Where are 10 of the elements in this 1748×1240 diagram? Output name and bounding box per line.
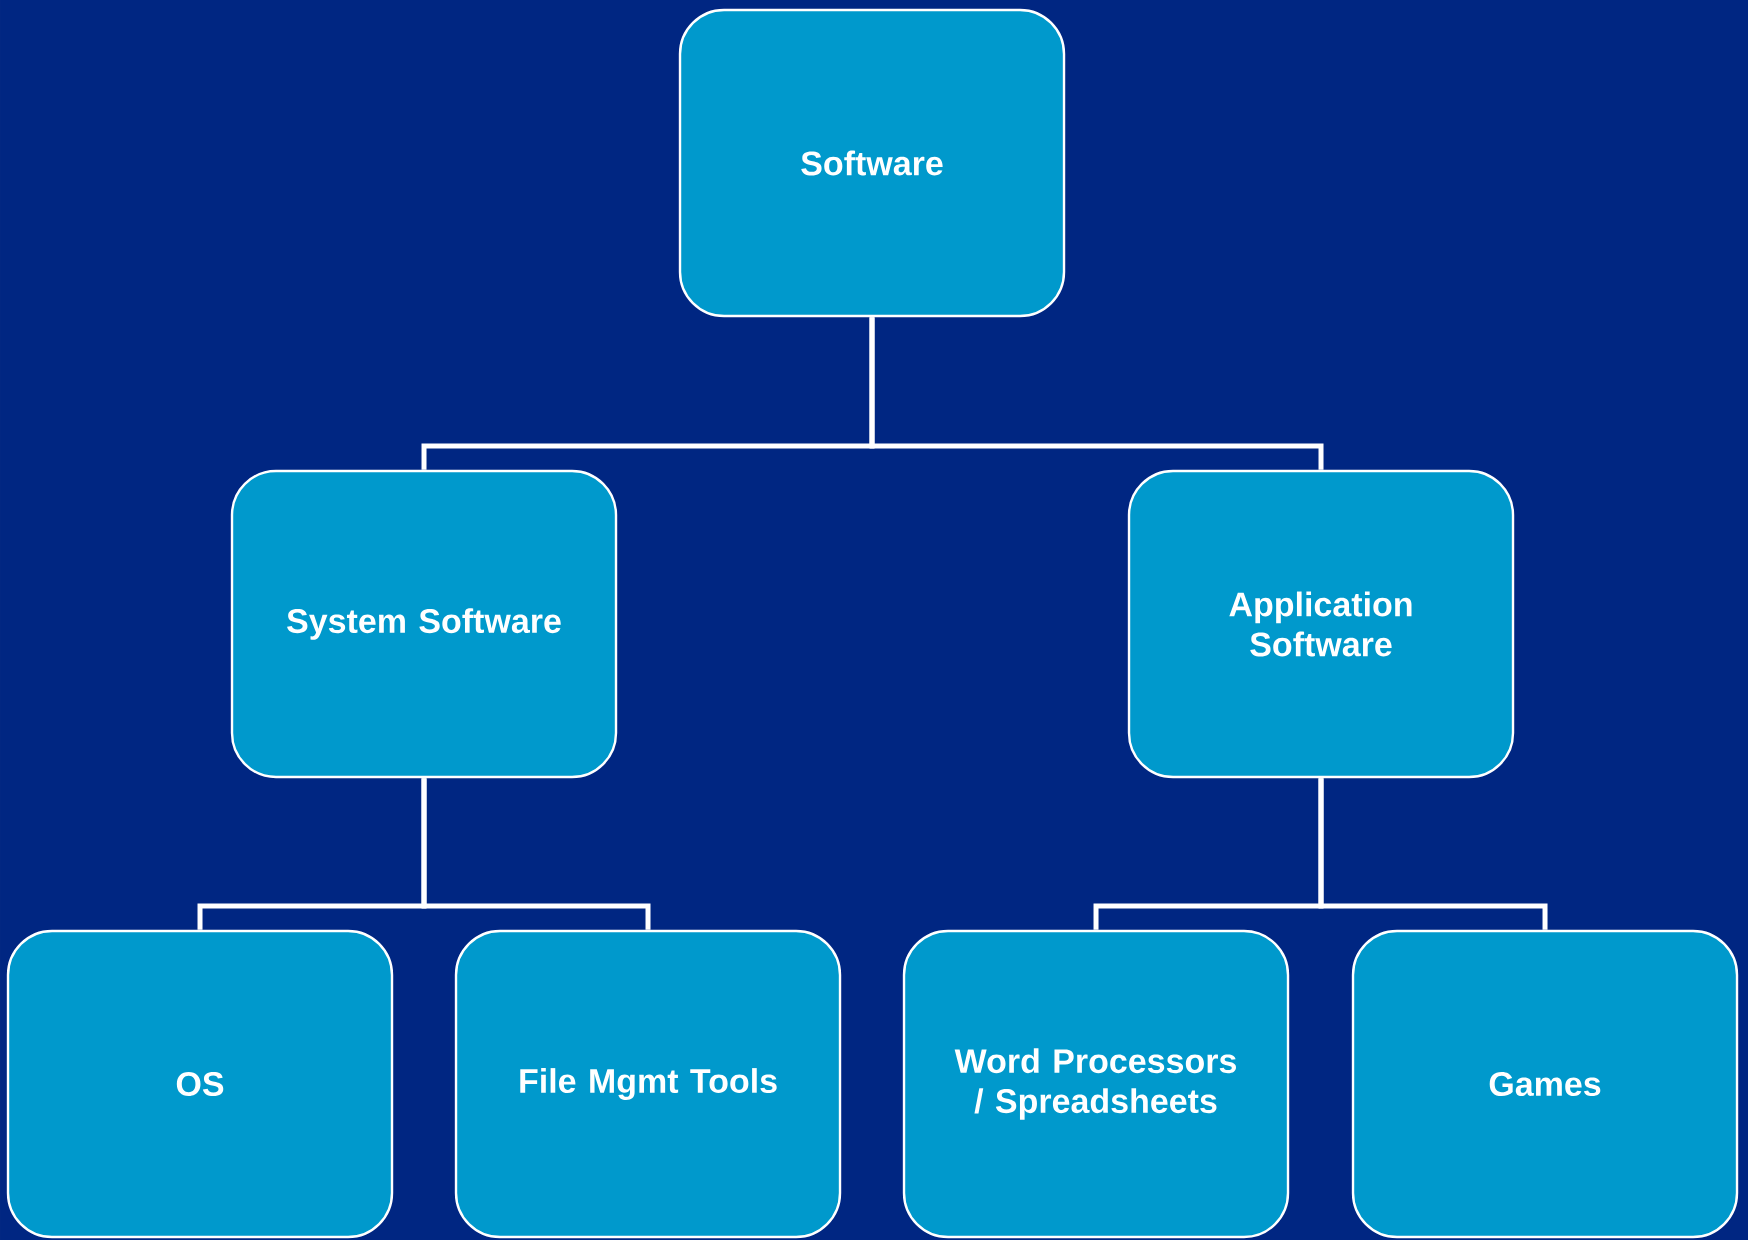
process-box: Games <box>1351 929 1739 1239</box>
process-box: OS <box>6 929 394 1239</box>
connector-line <box>421 778 651 930</box>
process-box: System Software <box>230 469 618 779</box>
process-box: Software <box>678 8 1066 318</box>
process-box: File Mgmt Tools <box>454 929 842 1239</box>
process-box: Application Software <box>1127 469 1515 779</box>
connector-line <box>869 317 1324 470</box>
process-box: Word Processors / Spreadsheets <box>902 929 1290 1239</box>
connector-line <box>1318 778 1548 930</box>
